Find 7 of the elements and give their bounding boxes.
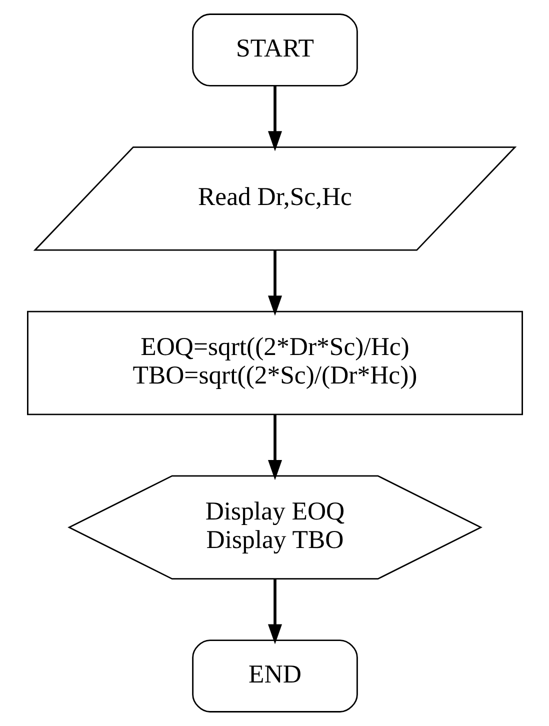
arrow [267,578,282,644]
node-box: END [192,640,358,712]
arrow [267,86,282,152]
node-box: EOQ=sqrt((2*Dr*Sc)/Hc) TBO=sqrt((2*Sc)/(Dr*Hc)) [26,310,522,416]
arrow [267,414,282,480]
node-box: START [192,14,358,86]
arrow [267,250,282,316]
